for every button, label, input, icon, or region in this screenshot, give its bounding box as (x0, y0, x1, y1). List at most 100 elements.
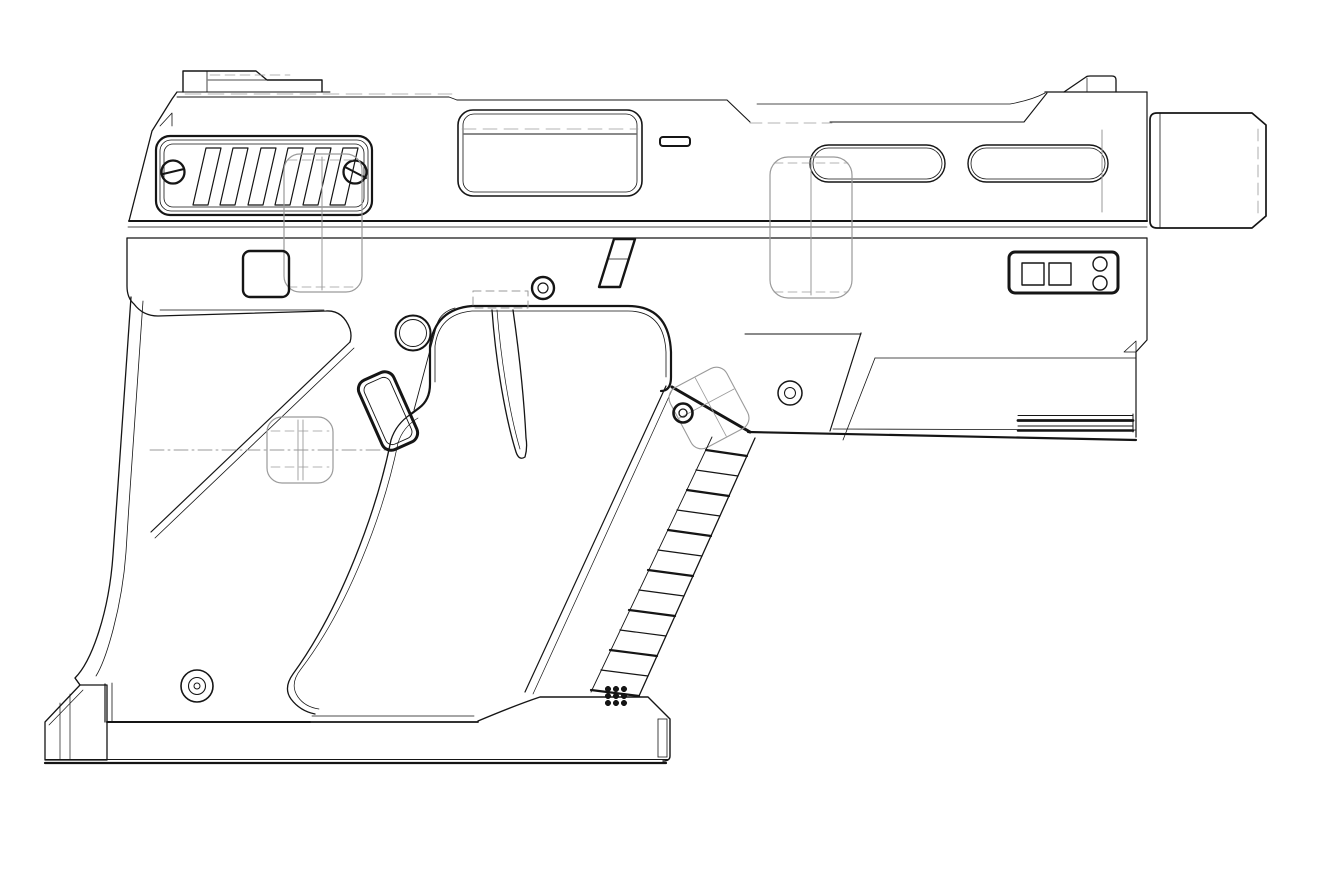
ghost-square-grip (266, 416, 334, 484)
trigger-front-edge (491, 309, 528, 459)
slide-top-far-edge (756, 92, 1046, 105)
ghost-rect-magazine-vline (694, 377, 727, 437)
magazine-release-outer (356, 370, 420, 452)
magazine-rib-13 (589, 688, 641, 698)
slide-oval-2-outer (967, 144, 1109, 183)
indicator-lamp-1 (1092, 256, 1108, 272)
magazine-rib-08 (638, 589, 685, 597)
magazine-rib-07 (646, 568, 695, 578)
frontstrap-inner (293, 417, 419, 710)
serration-slot-1 (192, 147, 222, 206)
frame-front-edge (1135, 237, 1148, 438)
frame-bottom-bold (746, 430, 1138, 442)
magazine-spring-dot-5 (612, 692, 620, 700)
magazine-rib-05 (666, 528, 713, 538)
magazine-rib-09 (627, 608, 677, 618)
backstrap-outer (74, 296, 132, 686)
serration-slot-3 (247, 147, 277, 206)
panel-screw-right-slot (344, 166, 367, 179)
magazine-rib-04 (676, 509, 721, 517)
frame-screw-upper-core (537, 282, 549, 294)
magazine-rib-band-left (590, 436, 713, 693)
backstrap-heel-join (74, 677, 81, 686)
muzzle-block-outline (1149, 112, 1267, 229)
magazine-spring-dot-6 (620, 692, 628, 700)
magazine-screw-core (678, 408, 688, 418)
ejection-window-inner (462, 113, 638, 193)
grip-screw-mid (187, 676, 207, 696)
guard-web-diagonal (413, 323, 438, 411)
slide-oval-2-inner (970, 147, 1106, 180)
takedown-button (241, 249, 291, 299)
serration-panel-outer (154, 134, 374, 217)
frame-front-chamfer-tick (1123, 340, 1137, 353)
magazine-rib-11 (608, 648, 659, 658)
slide-top-rib-lower (176, 96, 458, 101)
slide-stop-lever (597, 237, 637, 289)
serration-slot-5 (302, 147, 332, 206)
indicator-square-1 (1021, 262, 1045, 286)
slide-top-edge-rear (829, 92, 1048, 123)
trigger-inner-line (496, 309, 521, 450)
magazine-spring-dot-2 (612, 685, 620, 693)
magazine-front-edge (524, 385, 667, 693)
base-wedge-diagonal (48, 689, 84, 726)
frame-screw-lower-outer (777, 380, 803, 406)
magazine-spring-dot-4 (604, 692, 612, 700)
indicator-panel-frame (1007, 250, 1120, 295)
magazine-rib-10 (619, 629, 667, 637)
frame-screw-upper (530, 275, 556, 301)
backstrap-inner (95, 300, 144, 677)
panel-screw-right (342, 159, 368, 185)
magazine-spring-dot-9 (620, 699, 628, 707)
indicator-lamp-2 (1092, 275, 1108, 291)
slide-rear-edge (128, 91, 178, 222)
frame-rear-underside (126, 237, 352, 343)
magazine-rib-01 (704, 448, 749, 458)
magazine-rib-12 (600, 669, 649, 677)
slide-top-edge (456, 99, 751, 123)
hammer-ring-outer (394, 314, 432, 352)
front-sight-outline (1063, 75, 1117, 93)
grip-screw-outer (180, 669, 214, 703)
magazine-rib-06 (657, 549, 703, 557)
slide-oval-1-outer (809, 144, 946, 183)
slide-oval-1-inner (812, 147, 943, 180)
magazine-spring-dot-3 (620, 685, 628, 693)
magazine-base-plate (477, 696, 671, 762)
base-wedge (44, 684, 108, 761)
slide-rear-chamfer-tick (159, 112, 173, 127)
magazine-rib-band-right (638, 437, 756, 697)
trigger-guard-outer (409, 304, 673, 416)
dust-cover-diagonal-inner (842, 357, 876, 441)
guard-web-curve (436, 307, 456, 325)
magwell-bold-diagonal (670, 385, 752, 434)
serration-slot-6 (329, 147, 359, 206)
panel-screw-left (160, 159, 186, 185)
dust-cover-diagonal-outer (829, 332, 862, 432)
grip-screw-core (193, 682, 201, 690)
serration-panel-inner (163, 143, 365, 208)
magazine-rib-03 (685, 488, 731, 498)
panel-screw-left-slot (162, 168, 185, 175)
magazine-screw-outer (672, 402, 694, 424)
magazine-rib-02 (695, 469, 739, 477)
trigger-guard-inner (434, 310, 667, 383)
rear-sight-outline (182, 70, 323, 93)
ejection-window-outer (457, 109, 643, 197)
extractor-slot (659, 136, 691, 147)
magazine-front-edge-inner (532, 389, 673, 695)
serration-panel-mid (159, 139, 369, 212)
serration-slot-4 (274, 147, 304, 206)
frontstrap-outer (286, 413, 412, 715)
hammer-ring-inner (399, 319, 427, 347)
indicator-square-2 (1048, 262, 1072, 286)
magazine-release-inner (363, 376, 413, 446)
magazine-spring-dot-1 (604, 685, 612, 693)
ghost-rect-slide-mid (769, 156, 853, 299)
grip-top-diagonal-outer (150, 341, 351, 533)
magazine-spring-dot-8 (612, 699, 620, 707)
frame-screw-lower-core (784, 387, 796, 399)
serration-slot-2 (219, 147, 249, 206)
